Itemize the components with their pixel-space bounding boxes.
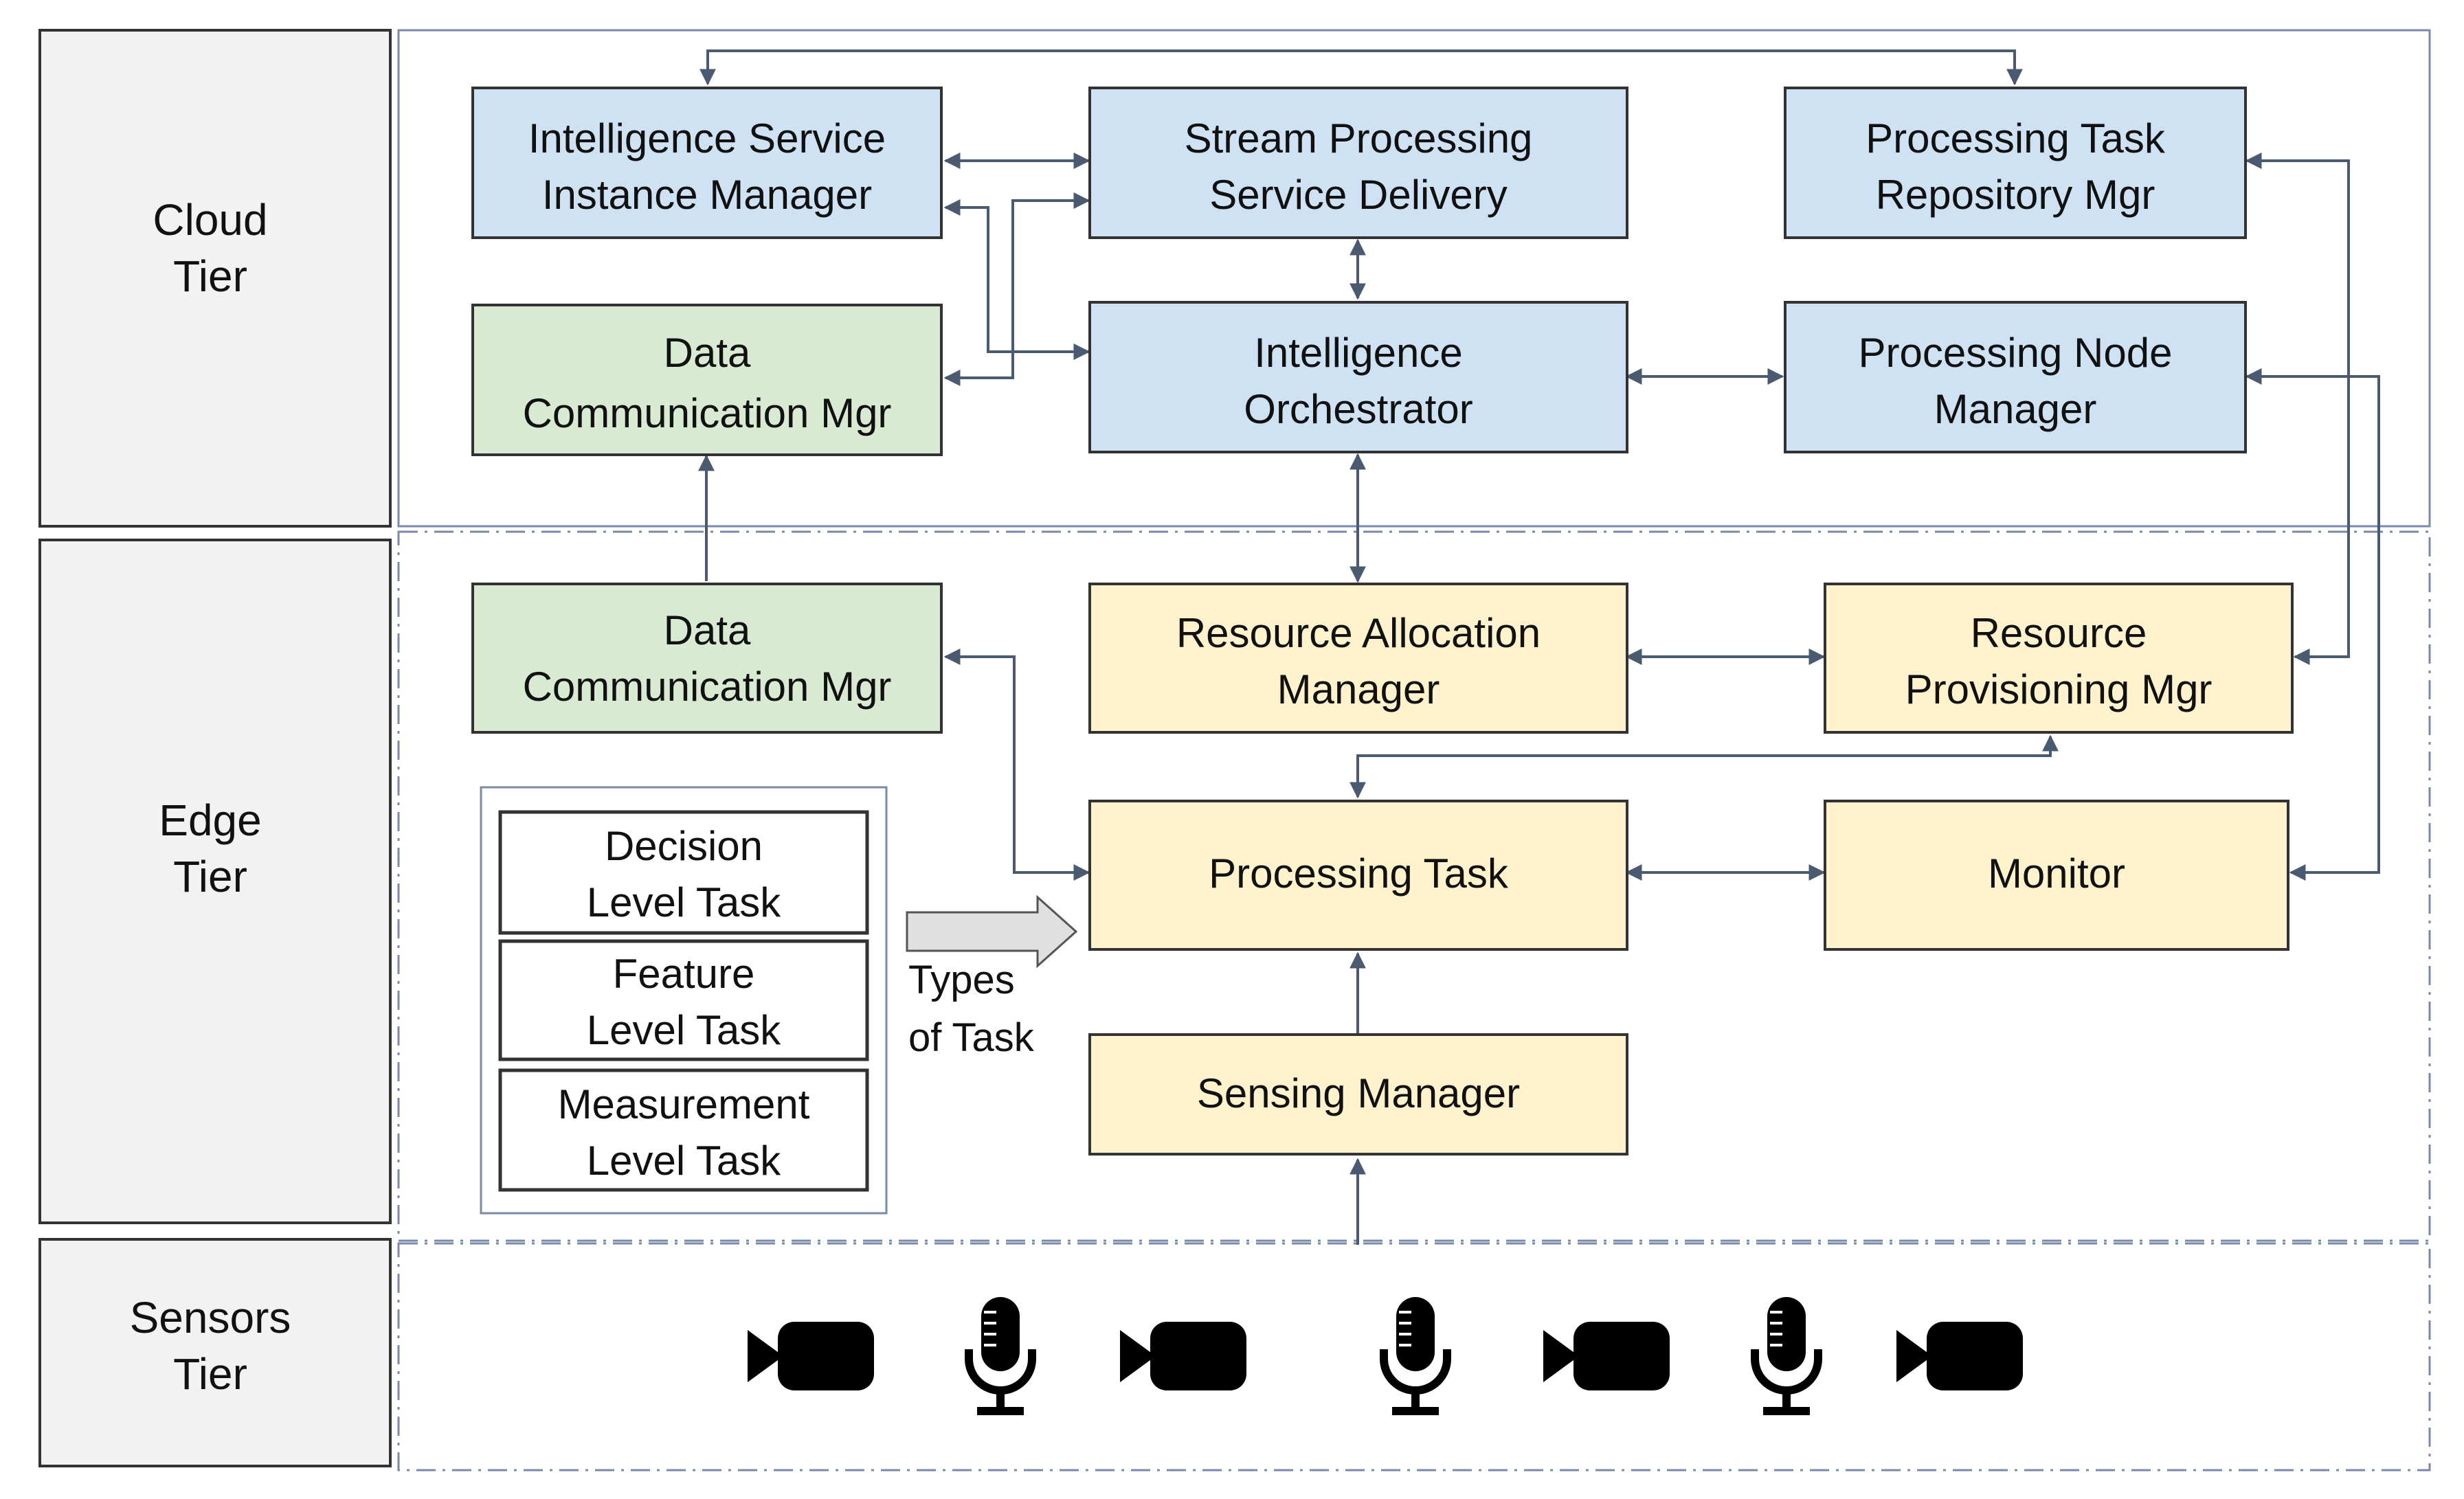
cloud-tier-label: Cloud Tier: [38, 29, 392, 528]
stream-processing-service-delivery: Stream Processing Service Delivery: [1088, 87, 1628, 239]
processing-task: Processing Task: [1088, 800, 1628, 951]
connector-node-monitor: [2245, 368, 2380, 881]
edge-data-comm-line-1: Data: [664, 607, 751, 653]
processing-task-repository-mgr: Processing Task Repository Mgr: [1784, 87, 2247, 239]
monitor-label: Monitor: [1988, 850, 2125, 897]
connector-task-provisioning: [1349, 734, 2059, 799]
measurement-level-task: [498, 1068, 869, 1192]
sensor-icons: [748, 1297, 2023, 1415]
feature-level-line-2: Level Task: [587, 1007, 781, 1053]
resource-allocation-line-1: Resource Allocation: [1176, 610, 1541, 656]
sensors-tier-label: Sensors Tier: [38, 1238, 392, 1467]
cloud-data-comm-line-1: Data: [664, 330, 751, 376]
camera-icon: [748, 1322, 874, 1390]
connectors: [698, 49, 2380, 1245]
measurement-level-line-2: Level Task: [587, 1138, 781, 1184]
intel-service-line-1: Intelligence Service: [528, 115, 886, 161]
types-of-task-arrow: [906, 894, 1078, 969]
node-manager-line-2: Manager: [1934, 386, 2097, 432]
sensing-manager-label: Sensing Manager: [1197, 1070, 1520, 1116]
task-types-group: Decision Level Task Feature Level Task M…: [480, 786, 888, 1215]
edge-tier-line-1: Edge: [159, 796, 261, 845]
connector-comm-stream: [943, 192, 1090, 386]
cloud-tier-region: [397, 29, 2431, 528]
resource-provisioning-line-2: Provisioning Mgr: [1905, 666, 2213, 712]
feature-level-task: [498, 939, 869, 1061]
resource-allocation-line-2: Manager: [1277, 666, 1440, 712]
orchestrator-line-1: Intelligence: [1254, 330, 1463, 376]
microphone-icon: [965, 1297, 1036, 1415]
decision-level-task: [498, 810, 869, 935]
edge-tier-region: [397, 530, 2431, 1242]
microphone-icon: [1751, 1297, 1822, 1415]
intelligence-service-instance-manager: Intelligence Service Instance Manager: [471, 87, 943, 239]
edge-tier-label: Edge Tier: [38, 539, 392, 1224]
connector-top-loop: [699, 49, 2023, 86]
cloud-data-comm-line-2: Communication Mgr: [523, 390, 892, 436]
sensors-tier-line-2: Tier: [173, 1349, 247, 1399]
cloud-tier-line-2: Tier: [173, 251, 247, 301]
sensors-tier-line-1: Sensors: [130, 1293, 291, 1342]
microphone-icon: [1380, 1297, 1451, 1415]
edge-data-communication-mgr: Data Communication Mgr: [471, 583, 943, 734]
intelligence-orchestrator: Intelligence Orchestrator: [1088, 301, 1628, 453]
resource-provisioning-mgr: Resource Provisioning Mgr: [1824, 583, 2294, 734]
measurement-level-line-1: Measurement: [558, 1081, 810, 1127]
task-repository-line-1: Processing Task: [1866, 115, 2166, 161]
decision-level-line-1: Decision: [605, 823, 763, 869]
connector-repository-provisioning: [2245, 153, 2350, 665]
feature-level-line-1: Feature: [613, 951, 755, 997]
orchestrator-line-2: Orchestrator: [1244, 386, 1472, 432]
connector-intel-orchestrator: [943, 199, 1090, 360]
types-of-task-label-2: of Task: [908, 1015, 1035, 1060]
stream-processing-line-1: Stream Processing: [1185, 115, 1533, 161]
stream-processing-line-2: Service Delivery: [1209, 172, 1507, 218]
resource-provisioning-line-1: Resource: [1971, 610, 2147, 656]
sensors-tier-region: [397, 1242, 2431, 1472]
monitor: Monitor: [1824, 800, 2289, 951]
camera-icon: [1120, 1322, 1246, 1390]
cloud-tier-line-1: Cloud: [153, 195, 267, 245]
task-repository-line-2: Repository Mgr: [1876, 172, 2155, 218]
sensing-manager: Sensing Manager: [1088, 1033, 1628, 1156]
cloud-data-communication-mgr: Data Communication Mgr: [471, 304, 943, 456]
node-manager-line-1: Processing Node: [1859, 330, 2173, 376]
decision-level-line-2: Level Task: [587, 879, 781, 925]
camera-icon: [1543, 1322, 1670, 1390]
edge-data-comm-line-2: Communication Mgr: [523, 664, 892, 710]
camera-icon: [1896, 1322, 2023, 1390]
resource-allocation-manager: Resource Allocation Manager: [1088, 583, 1628, 734]
connector-edge-comm-task: [943, 649, 1090, 881]
intel-service-line-2: Instance Manager: [542, 172, 872, 218]
edge-tier-line-2: Tier: [173, 852, 247, 901]
types-of-task-label-1: Types: [908, 958, 1015, 1002]
processing-task-label: Processing Task: [1209, 850, 1509, 897]
processing-node-manager: Processing Node Manager: [1784, 301, 2247, 453]
